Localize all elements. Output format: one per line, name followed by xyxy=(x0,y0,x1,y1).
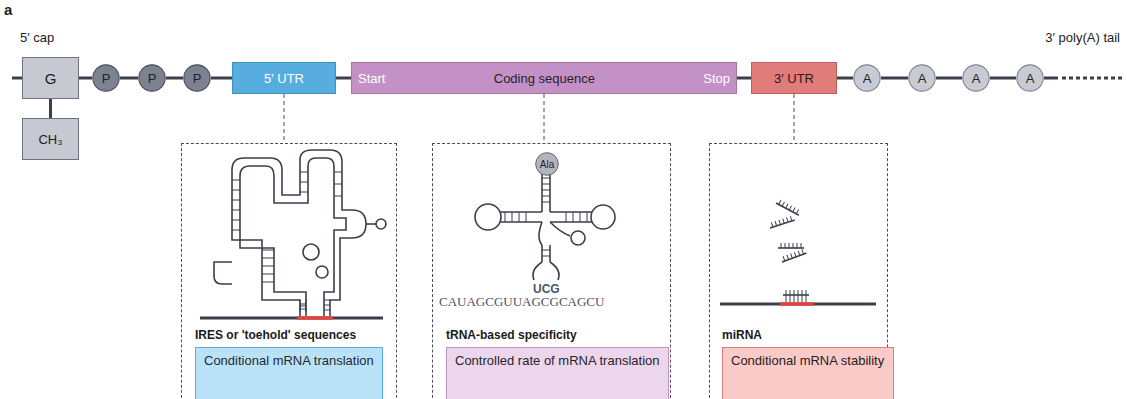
node-label: A xyxy=(972,71,981,86)
mirna-panel: miRNA Conditional mRNA stability xyxy=(709,143,888,399)
coding-sequence-box: Start Coding sequence Stop xyxy=(351,62,737,94)
trna-structure xyxy=(475,173,615,280)
strand-connector xyxy=(336,77,351,80)
panel-heading: miRNA xyxy=(722,328,762,342)
trna-panel: tRNA-based specificity AlaControlled rate… xyxy=(432,143,671,399)
panel-letter: a xyxy=(4,1,12,18)
leader-connector xyxy=(544,94,545,143)
strand-end xyxy=(12,77,22,80)
node-label: CH₃ xyxy=(38,132,62,147)
amino-acid: Ala xyxy=(535,152,559,176)
strand-connector xyxy=(881,77,908,80)
function-caption: Conditional mRNA stability xyxy=(722,347,894,399)
adenosine: A xyxy=(1016,64,1044,92)
strand xyxy=(1044,77,1058,80)
end-label: 3′ poly(A) tail xyxy=(1045,30,1120,45)
node-label: Controlled rate of mRNA translation xyxy=(455,353,659,368)
methyl-group: CH₃ xyxy=(22,118,79,160)
function-caption: Conditional mRNA translation xyxy=(195,347,383,399)
strand-connector xyxy=(211,77,232,80)
utr3-box: 3′ UTR xyxy=(751,62,837,94)
panel-heading: tRNA-based specificity xyxy=(446,328,577,342)
function-caption: Controlled rate of mRNA translation xyxy=(446,347,669,399)
leader-connector xyxy=(794,94,795,143)
node-label: P xyxy=(148,71,157,86)
node-label: P xyxy=(102,71,111,86)
node-label: P xyxy=(193,71,202,86)
polyA-dots xyxy=(1062,77,1122,80)
node-label: Ala xyxy=(540,159,554,170)
end-label: 5′ cap xyxy=(20,30,54,45)
anticodon: UCG xyxy=(533,282,560,296)
strand-connector xyxy=(79,77,92,80)
node-label: Conditional mRNA stability xyxy=(731,353,884,368)
ires-structure xyxy=(200,150,386,318)
adenosine: A xyxy=(853,64,881,92)
codon-label: Stop xyxy=(703,71,730,86)
phosphate: P xyxy=(183,64,211,92)
node-label: A xyxy=(863,71,872,86)
phosphate: P xyxy=(92,64,120,92)
utr5-box: 5′ UTR xyxy=(232,62,336,94)
strand-connector xyxy=(990,77,1016,80)
node-label: Conditional mRNA translation xyxy=(204,353,374,368)
codon-label: Start xyxy=(358,71,385,86)
region-label: Coding sequence xyxy=(494,71,595,86)
node-label: G xyxy=(45,70,57,87)
strand-connector xyxy=(837,77,853,80)
strand-connector xyxy=(737,77,751,80)
leader-connector xyxy=(284,94,285,143)
adenosine: A xyxy=(908,64,936,92)
adenosine: A xyxy=(962,64,990,92)
mirna-fragments xyxy=(720,199,876,304)
panel-heading: IRES or 'toehold' sequences xyxy=(195,328,356,342)
node-label: 5′ UTR xyxy=(264,71,304,86)
strand-connector xyxy=(166,77,183,80)
cap-guanosine: G xyxy=(22,57,79,99)
strand-connector xyxy=(936,77,962,80)
ires-panel: IRES or 'toehold' sequencesConditional m… xyxy=(181,143,397,399)
node-label: A xyxy=(918,71,927,86)
phosphate: P xyxy=(138,64,166,92)
strand-connector xyxy=(120,77,138,80)
mrna-sequence: CAUAGCGUUAGCGCAGCU xyxy=(439,294,604,310)
node-label: A xyxy=(1026,71,1035,86)
strand-connector xyxy=(49,99,52,118)
node-label: 3′ UTR xyxy=(774,71,814,86)
